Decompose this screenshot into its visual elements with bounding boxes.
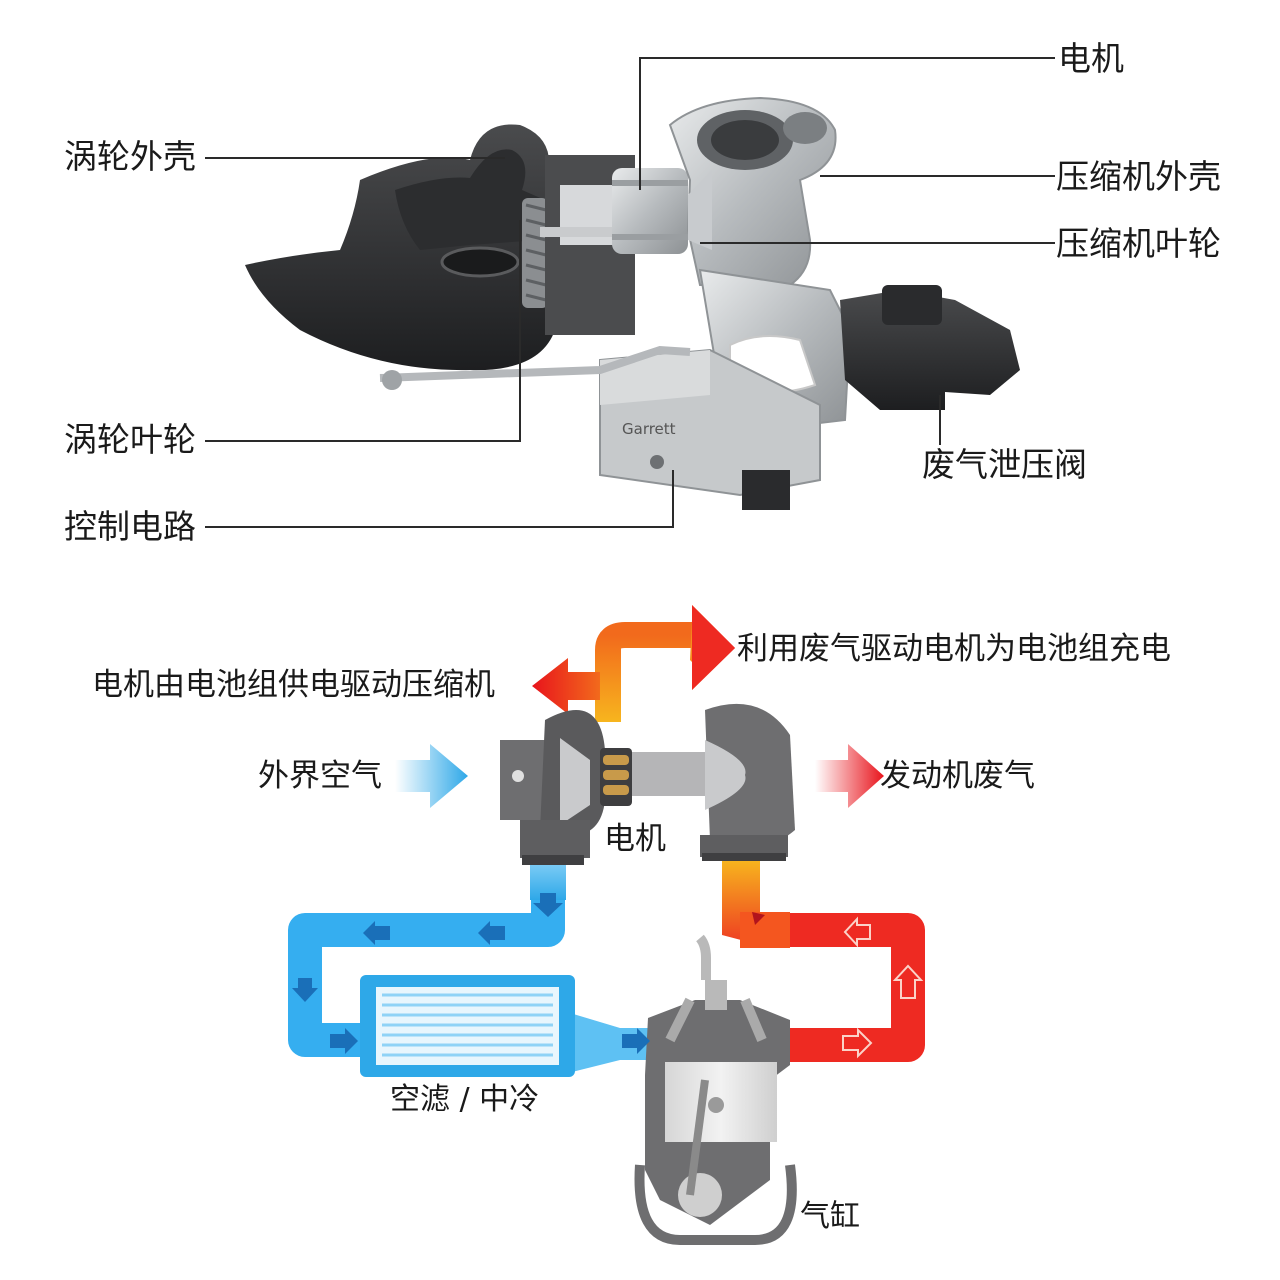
label-outside-air: 外界空气 <box>258 758 382 794</box>
blue-flow-arrow-right-1 <box>330 1028 358 1054</box>
label-diagram-motor: 电机 <box>604 821 666 857</box>
label-drive: 电机由电池组供电驱动压缩机 <box>92 667 495 703</box>
exhaust-in-arrow <box>815 744 884 808</box>
engine-cylinder-shape <box>634 934 797 1245</box>
intercooler-to-engine-duct <box>560 1010 650 1075</box>
red-flow-arrow-left <box>843 916 871 948</box>
compressor-unit <box>500 710 605 865</box>
label-wastegate: 废气泄压阀 <box>922 445 1087 484</box>
outside-air-arrow <box>395 744 468 808</box>
label-compressor-wheel: 压缩机叶轮 <box>1056 224 1221 263</box>
label-intercooler: 空滤 / 中冷 <box>390 1082 540 1117</box>
leader-line-motor <box>639 57 1055 190</box>
red-flow-arrow-up <box>892 964 924 999</box>
label-control-circuit: 控制电路 <box>64 507 196 546</box>
brand-logo-text: Garrett <box>622 420 676 438</box>
leader-line-turbine-wheel <box>205 220 521 442</box>
label-turbine-housing: 涡轮外壳 <box>64 137 196 176</box>
wastegate-actuator-shape <box>840 285 1020 410</box>
blue-flow-arrow-left-1 <box>478 921 505 945</box>
blue-flow-arrow-down-1 <box>533 893 563 917</box>
motor-coil-shape <box>600 748 632 806</box>
red-flow-arrow-upleft <box>752 912 770 930</box>
control-circuit-box-shape: Garrett <box>599 348 821 510</box>
label-turbine-wheel: 涡轮叶轮 <box>64 420 196 459</box>
drive-arrow-left <box>532 658 600 714</box>
label-cylinder: 气缸 <box>800 1199 860 1234</box>
label-regen: 利用废气驱动电机为电池组充电 <box>737 631 1171 667</box>
blue-flow-arrow-down-2 <box>292 978 318 1002</box>
label-motor: 电机 <box>1058 39 1124 78</box>
leader-line-control-circuit <box>205 470 674 528</box>
red-flow-arrow-right <box>842 1027 873 1059</box>
motor-cylinder-shape <box>612 168 688 254</box>
turbocharger-cutaway-illustration: Garrett <box>245 96 1020 510</box>
blue-flow-arrow-left-2 <box>363 921 390 945</box>
exhaust-duct-red <box>750 913 925 1062</box>
regen-duct-orange <box>595 622 700 722</box>
turbine-unit <box>700 703 795 861</box>
label-compressor-housing: 压缩机外壳 <box>1056 157 1221 196</box>
blue-flow-arrow-right-2 <box>622 1028 650 1054</box>
flow-direction-arrows <box>292 893 924 1059</box>
label-exhaust: 发动机废气 <box>880 758 1035 794</box>
top-leader-lines <box>205 57 1055 528</box>
turbine-wheel-shape <box>522 198 548 308</box>
flow-diagram <box>288 605 925 1245</box>
intercooler-block <box>360 975 575 1077</box>
